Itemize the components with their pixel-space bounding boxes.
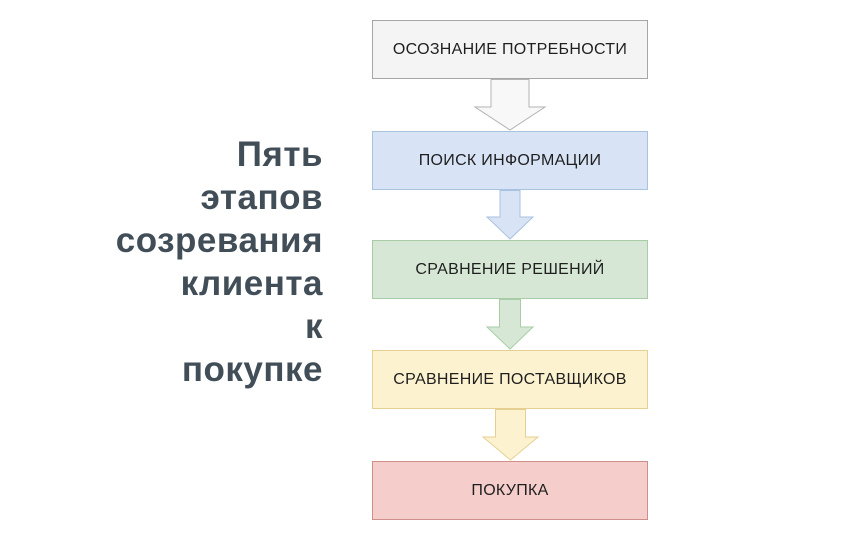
stage-box-need-recognition: ОСОЗНАНИЕ ПОТРЕБНОСТИ	[372, 20, 648, 79]
diagram-title: Пять этапов созревания клиента к покупке	[116, 133, 323, 391]
stage-label: ПОИСК ИНФОРМАЦИИ	[418, 151, 602, 169]
stage-box-information-search: ПОИСК ИНФОРМАЦИИ	[372, 131, 648, 190]
stage-label: СРАВНЕНИЕ ПОСТАВЩИКОВ	[393, 370, 627, 388]
down-arrow-icon	[485, 190, 535, 240]
title-line: клиента	[180, 264, 323, 303]
stage-label: СРАВНЕНИЕ РЕШЕНИЙ	[415, 260, 605, 278]
stage-label: ОСОЗНАНИЕ ПОТРЕБНОСТИ	[392, 40, 628, 58]
title-line: этапов	[200, 178, 323, 217]
down-arrow-icon	[485, 299, 535, 350]
stage-label: ПОКУПКА	[471, 481, 549, 499]
stage-box-vendor-comparison: СРАВНЕНИЕ ПОСТАВЩИКОВ	[372, 350, 648, 409]
stage-box-purchase: ПОКУПКА	[372, 461, 648, 520]
down-arrow-icon	[481, 409, 539, 461]
title-line: к	[304, 307, 323, 346]
title-line: покупке	[181, 350, 323, 389]
title-line: созревания	[115, 221, 323, 260]
down-arrow-icon	[473, 79, 547, 131]
stage-box-solution-comparison: СРАВНЕНИЕ РЕШЕНИЙ	[372, 240, 648, 299]
title-line: Пять	[236, 135, 323, 174]
